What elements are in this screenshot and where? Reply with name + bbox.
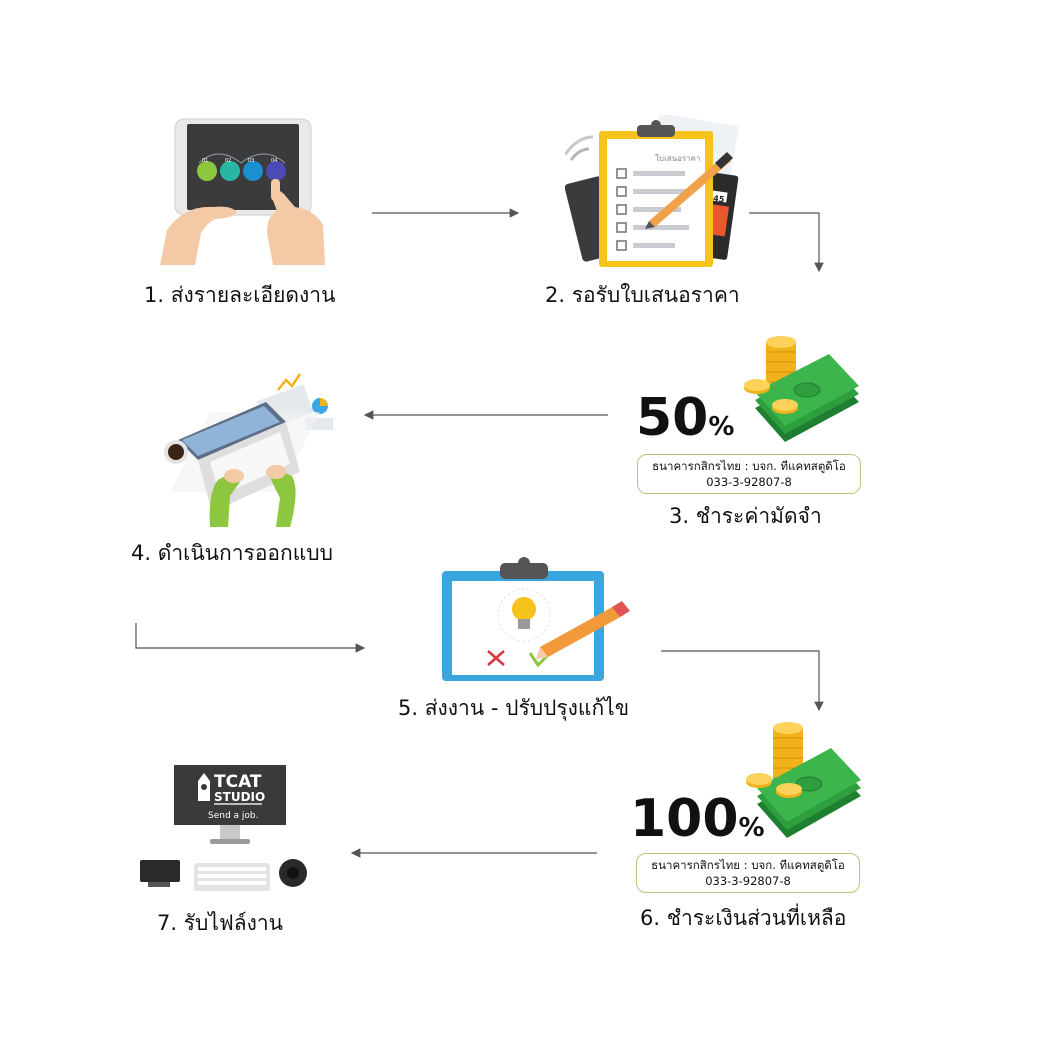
step-3-label: 3. ชำระค่ามัดจำ bbox=[669, 504, 822, 528]
step-7-label: 7. รับไฟล์งาน bbox=[157, 911, 284, 935]
idea-clipboard-illustration bbox=[442, 557, 630, 681]
arrow-5-to-6 bbox=[661, 650, 824, 712]
tablet-step-02: 02 bbox=[225, 158, 231, 164]
tablet-step-04: 04 bbox=[271, 158, 277, 164]
balance-percent-symbol: % bbox=[738, 813, 765, 843]
step-2-label: 2. รอรับใบเสนอราคา bbox=[545, 283, 740, 307]
quotation-clipboard-illustration: 0.45 ใบเสนอราคา bbox=[563, 112, 739, 267]
deposit-bank-box: ธนาคารกสิกรไทย : บจก. ทีแคทสตูดิโอ 033-3… bbox=[637, 454, 861, 494]
arrow-4-to-5 bbox=[135, 623, 366, 653]
money-stack-illustration bbox=[744, 336, 859, 442]
receipt-value: 0.45 bbox=[704, 192, 725, 204]
step-3-money bbox=[733, 330, 863, 450]
step-1-label: 1. ส่งรายละเอียดงาน bbox=[144, 283, 336, 307]
step-4-label: 4. ดำเนินการออกแบบ bbox=[131, 541, 333, 565]
money-stack-illustration-2 bbox=[746, 722, 861, 838]
deposit-percent-symbol: % bbox=[708, 412, 735, 442]
tablet-hands-illustration: 01 02 03 04 bbox=[160, 118, 325, 265]
step-6-money bbox=[733, 720, 863, 845]
deposit-bank-name: ธนาคารกสิกรไทย : บจก. ทีแคทสตูดิโอ bbox=[652, 459, 846, 473]
step-1: 01 02 03 04 bbox=[155, 115, 335, 270]
cross-icon bbox=[487, 650, 505, 666]
balance-bank-box: ธนาคารกสิกรไทย : บจก. ทีแคทสตูดิโอ 033-3… bbox=[636, 853, 860, 893]
monitor-tagline: Send a job. bbox=[208, 811, 258, 821]
step-7: TCAT STUDIO Send a job. bbox=[136, 765, 316, 895]
balance-percent: 100% bbox=[630, 793, 765, 845]
rocket-icon bbox=[198, 773, 210, 801]
design-laptop-illustration bbox=[164, 373, 333, 527]
balance-bank-account: 033-3-92807-8 bbox=[705, 874, 791, 888]
quote-sheet-title: ใบเสนอราคา bbox=[655, 154, 701, 163]
step-2: 0.45 ใบเสนอราคา bbox=[563, 112, 750, 270]
step-4 bbox=[150, 372, 340, 527]
deposit-percent-value: 50 bbox=[636, 388, 709, 448]
tablet-step-03: 03 bbox=[248, 158, 254, 164]
step-5-label: 5. ส่งงาน - ปรับปรุงแก้ไข bbox=[398, 696, 630, 720]
tablet-step-01: 01 bbox=[202, 158, 208, 164]
step-6-label: 6. ชำระเงินส่วนที่เหลือ bbox=[640, 906, 847, 930]
computer-setup-illustration: TCAT STUDIO Send a job. bbox=[140, 765, 307, 891]
balance-bank-name: ธนาคารกสิกรไทย : บจก. ทีแคทสตูดิโอ bbox=[651, 858, 845, 872]
monitor-brand-1: TCAT bbox=[214, 772, 262, 792]
monitor-brand-2: STUDIO bbox=[214, 790, 265, 804]
balance-percent-value: 100 bbox=[630, 789, 739, 849]
deposit-percent: 50% bbox=[636, 392, 734, 444]
deposit-bank-account: 033-3-92807-8 bbox=[706, 475, 792, 489]
arrow-2-to-3 bbox=[749, 212, 824, 273]
step-5 bbox=[440, 555, 640, 685]
